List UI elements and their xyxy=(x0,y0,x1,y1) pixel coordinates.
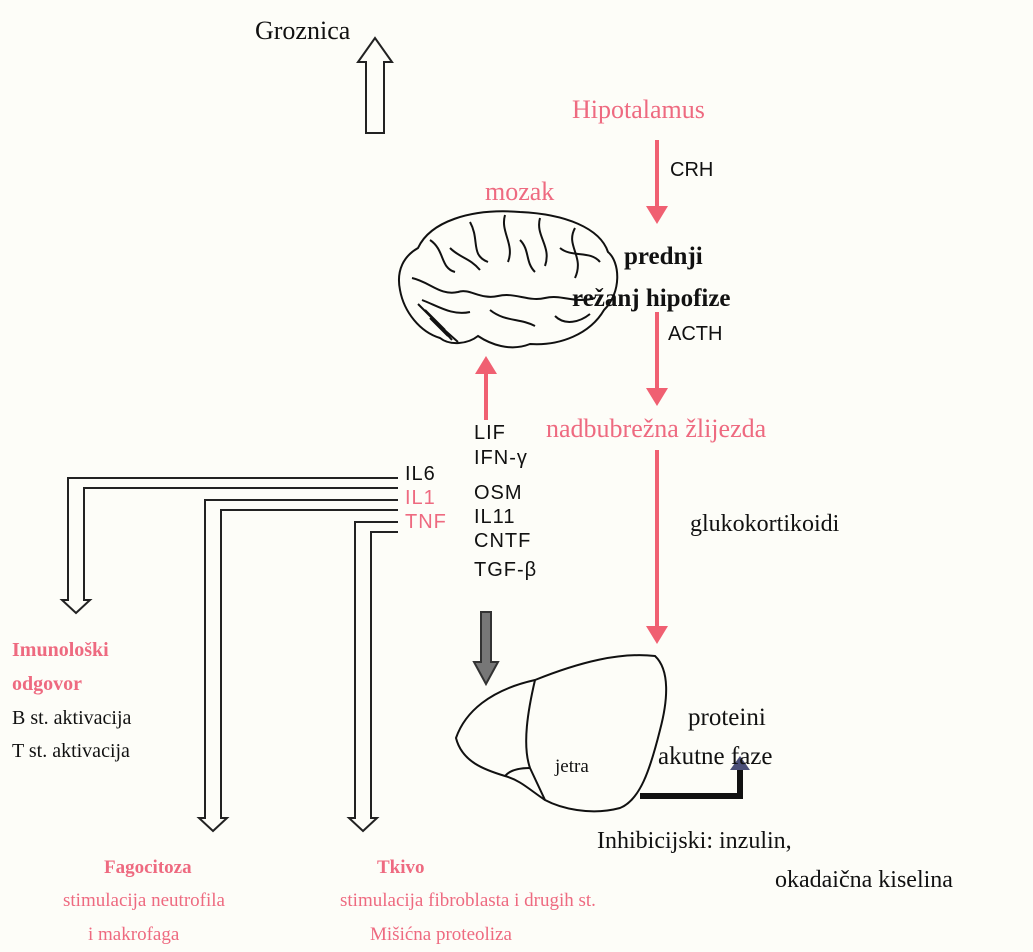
crh-arrow xyxy=(646,140,668,224)
acute-phase-line1: proteini xyxy=(688,705,766,730)
glucocorticoid-arrow xyxy=(646,450,668,644)
pituitary-label-line1: prednji xyxy=(624,244,703,269)
cytokine-il6: IL6 xyxy=(405,464,436,484)
cytokine-tnf: TNF xyxy=(405,512,447,532)
crh-label: CRH xyxy=(670,160,713,180)
phagocytosis-title: Fagocitoza xyxy=(104,858,192,877)
immune-item-t-cells: T st. aktivacija xyxy=(12,741,130,761)
immune-pathway-arrow xyxy=(62,478,398,613)
tissue-title: Tkivo xyxy=(377,858,425,877)
tissue-pathway-arrow xyxy=(349,522,398,831)
cytokine-to-liver-arrow xyxy=(474,612,498,684)
acth-arrow xyxy=(646,312,668,406)
cytokine-il1: IL1 xyxy=(405,488,436,508)
phagocytosis-line2: i makrofaga xyxy=(88,925,179,944)
cytokine-ifn-gamma: IFN-γ xyxy=(474,448,528,468)
brain-icon xyxy=(399,211,617,347)
phagocytosis-pathway-arrow xyxy=(199,500,398,831)
cytokine-osm: OSM xyxy=(474,483,523,503)
tissue-line1: stimulacija fibroblasta i drugih st. xyxy=(340,891,596,910)
brain-label: mozak xyxy=(485,179,554,205)
inhibitory-line2: okadaična kiselina xyxy=(775,868,953,892)
acth-label: ACTH xyxy=(668,324,722,344)
acute-phase-line2: akutne faze xyxy=(658,744,773,769)
cytokine-tgf-beta: TGF-β xyxy=(474,560,537,580)
cytokine-lif: LIF xyxy=(474,423,506,443)
adrenal-label: nadbubrežna žlijezda xyxy=(546,416,766,442)
cytokine-cntf: CNTF xyxy=(474,531,531,551)
inhibitory-line1: Inhibicijski: inzulin, xyxy=(597,829,792,853)
phagocytosis-line1: stimulacija neutrofila xyxy=(63,891,225,910)
immune-title-line1: Imunološki xyxy=(12,640,109,660)
fever-label: Groznica xyxy=(255,18,350,44)
liver-label: jetra xyxy=(555,757,589,776)
immune-title-line2: odgovor xyxy=(12,674,82,694)
cytokine-to-brain-arrow xyxy=(475,356,497,420)
fever-arrow xyxy=(358,38,392,133)
hypothalamus-label: Hipotalamus xyxy=(572,97,705,123)
cytokine-il11: IL11 xyxy=(474,507,515,527)
glucocorticoids-label: glukokortikoidi xyxy=(690,512,839,536)
pituitary-label-line2: režanj hipofize xyxy=(572,286,731,311)
immune-item-b-cells: B st. aktivacija xyxy=(12,708,131,728)
tissue-line2: Mišićna proteoliza xyxy=(370,925,512,944)
